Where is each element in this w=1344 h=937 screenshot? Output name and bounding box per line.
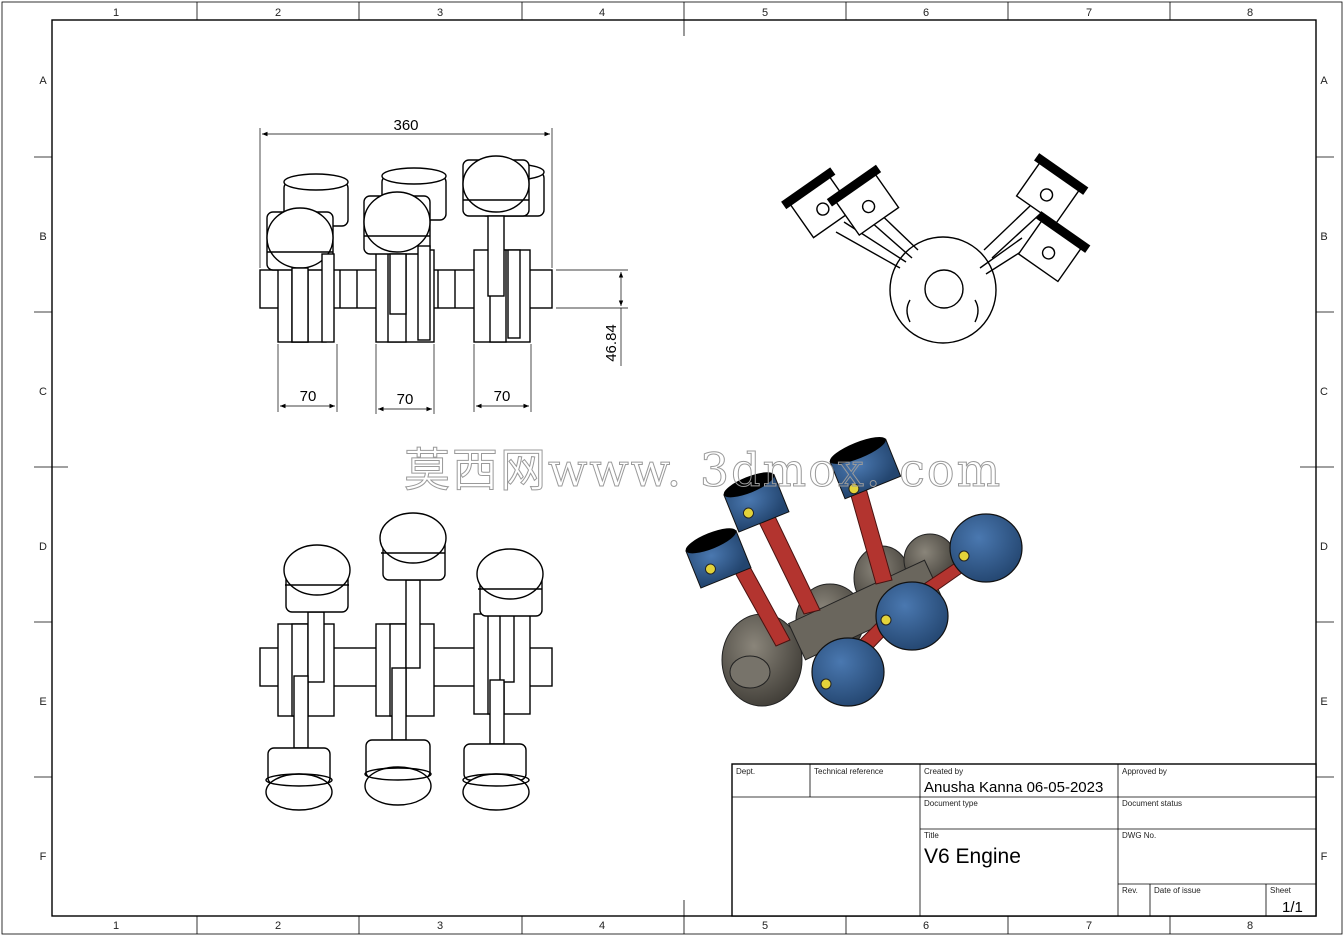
isometric-view xyxy=(685,436,1023,707)
rev-label: Rev. xyxy=(1122,886,1138,895)
front-view xyxy=(259,155,553,343)
svg-text:4: 4 xyxy=(599,920,605,932)
svg-text:2: 2 xyxy=(275,920,281,932)
dimension-spacing-3: 70 xyxy=(494,388,511,405)
side-view xyxy=(781,153,1091,344)
svg-text:5: 5 xyxy=(762,920,768,932)
title-label: Title xyxy=(924,831,939,840)
svg-text:3: 3 xyxy=(437,920,443,932)
date-of-issue-label: Date of issue xyxy=(1154,886,1201,895)
svg-text:8: 8 xyxy=(1247,920,1253,932)
dept-label: Dept. xyxy=(736,767,755,776)
svg-text:8: 8 xyxy=(1247,7,1253,19)
dimension-overall-width: 360 xyxy=(393,117,418,134)
created-by-label: Created by xyxy=(924,767,963,776)
svg-text:7: 7 xyxy=(1086,920,1092,932)
dimension-spacing-2: 70 xyxy=(397,391,414,408)
svg-text:A: A xyxy=(39,75,47,87)
top-view xyxy=(259,512,553,811)
svg-text:1: 1 xyxy=(113,920,119,932)
approved-by-label: Approved by xyxy=(1122,767,1167,776)
svg-text:E: E xyxy=(1320,696,1327,708)
svg-text:6: 6 xyxy=(923,920,929,932)
svg-text:7: 7 xyxy=(1086,7,1092,19)
dwg-no-label: DWG No. xyxy=(1122,831,1156,840)
watermark: 莫西网www. 3dmox. com xyxy=(404,443,1002,497)
document-type-label: Document type xyxy=(924,799,978,808)
dimension-lines xyxy=(259,128,628,414)
svg-text:5: 5 xyxy=(762,7,768,19)
svg-text:4: 4 xyxy=(599,7,605,19)
sheet-value: 1/1 xyxy=(1282,899,1303,916)
svg-text:E: E xyxy=(39,696,46,708)
svg-text:2: 2 xyxy=(275,7,281,19)
svg-text:C: C xyxy=(1320,386,1328,398)
drawing-title: V6 Engine xyxy=(924,845,1021,868)
svg-text:B: B xyxy=(39,231,46,243)
created-by-value: Anusha Kanna 06-05-2023 xyxy=(924,779,1103,796)
svg-text:D: D xyxy=(39,541,47,553)
svg-text:B: B xyxy=(1320,231,1327,243)
sheet-label: Sheet xyxy=(1270,886,1292,895)
svg-text:1: 1 xyxy=(113,7,119,19)
svg-text:A: A xyxy=(1320,75,1328,87)
dimension-spacing-1: 70 xyxy=(300,388,317,405)
title-block xyxy=(731,763,1317,917)
zone-grid xyxy=(34,2,1334,934)
svg-text:D: D xyxy=(1320,541,1328,553)
svg-text:3: 3 xyxy=(437,7,443,19)
svg-text:C: C xyxy=(39,386,47,398)
svg-text:6: 6 xyxy=(923,7,929,19)
dimension-height: 46.84 xyxy=(603,324,620,362)
zone-labels: 1 2 3 4 5 6 7 8 1 2 3 4 5 6 7 8 A B C D … xyxy=(39,7,1328,932)
svg-text:F: F xyxy=(1321,851,1328,863)
svg-text:F: F xyxy=(40,851,47,863)
document-status-label: Document status xyxy=(1122,799,1182,808)
technical-reference-label: Technical reference xyxy=(814,767,884,776)
